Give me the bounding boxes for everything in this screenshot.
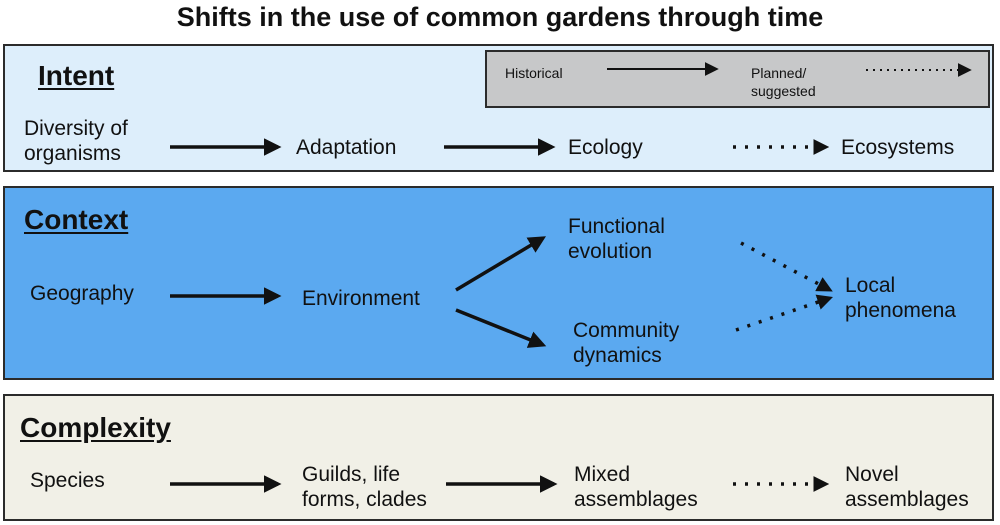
node-guilds-line2: forms, clades [302, 488, 427, 511]
node-ecology: Ecology [568, 136, 643, 159]
context-heading: Context [24, 204, 129, 235]
node-local-line1: Local [845, 274, 896, 297]
node-guilds-line1: Guilds, life [302, 463, 401, 486]
node-novel-line1: Novel [845, 463, 899, 486]
node-mixed-line1: Mixed [574, 463, 631, 486]
legend-historical-label: Historical [505, 65, 563, 81]
node-local-line2: phenomena [845, 299, 956, 322]
legend-planned-label-line1: Planned/ [751, 65, 807, 81]
intent-heading: Intent [38, 60, 115, 91]
legend-box: Historical Planned/ suggested [485, 50, 990, 108]
diagram-title: Shifts in the use of common gardens thro… [176, 2, 824, 32]
node-diversity-line2: organisms [24, 142, 121, 165]
node-community-line1: Community [573, 319, 680, 342]
complexity-heading: Complexity [20, 412, 171, 443]
legend-planned-label-line2: suggested [751, 83, 816, 99]
intent-panel: Intent Historical Planned/ suggested Div… [3, 44, 994, 172]
complexity-panel: Complexity Species Guilds, life forms, c… [3, 394, 994, 521]
node-species: Species [30, 469, 105, 492]
node-functional-line2: evolution [568, 240, 653, 263]
node-geography: Geography [30, 282, 134, 305]
context-panel: Context Geography Environment Functional… [3, 186, 994, 380]
node-mixed-line2: assemblages [574, 488, 698, 511]
node-community-line2: dynamics [573, 344, 662, 367]
node-environment: Environment [302, 287, 420, 310]
node-diversity-line1: Diversity of [24, 117, 128, 140]
node-novel-line2: assemblages [845, 488, 969, 511]
node-functional-line1: Functional [568, 215, 665, 238]
node-ecosystems: Ecosystems [841, 136, 955, 159]
node-adaptation: Adaptation [296, 136, 397, 159]
